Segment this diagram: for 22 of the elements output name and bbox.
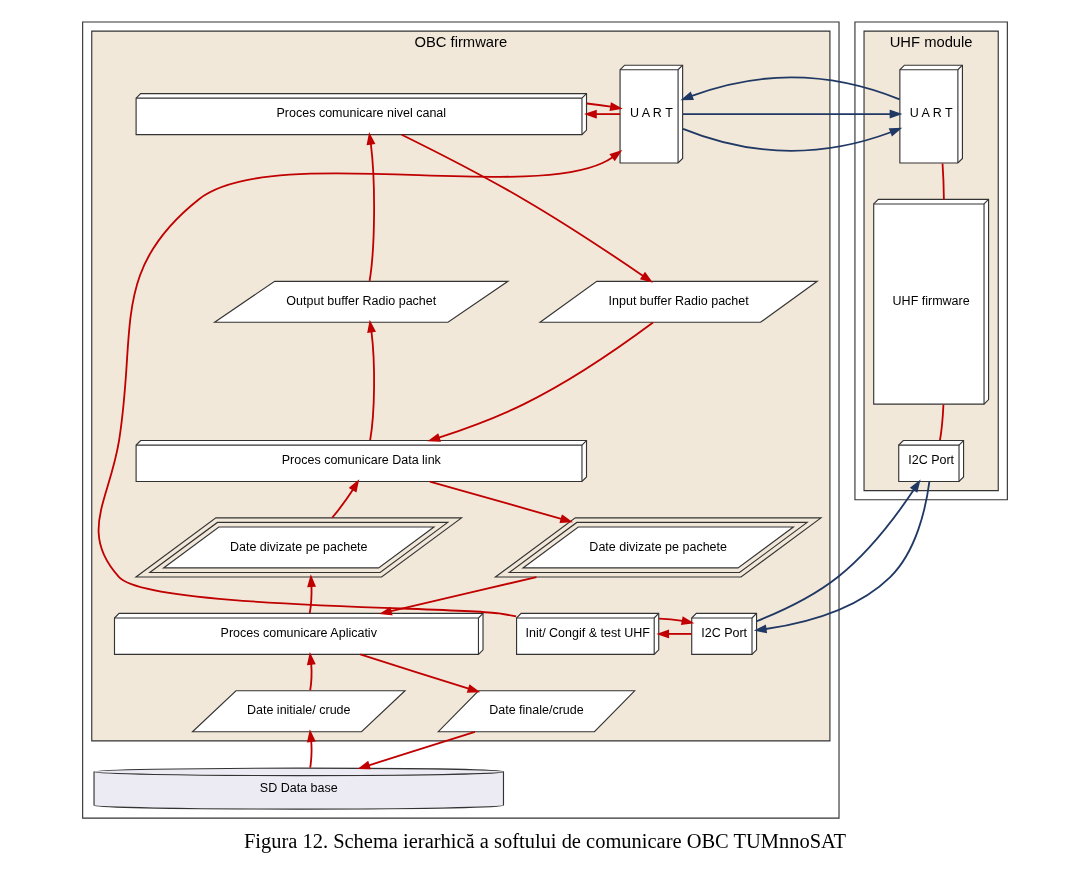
connector bbox=[939, 403, 945, 441]
arrow bbox=[400, 133, 653, 283]
arrow bbox=[682, 109, 903, 152]
arrow bbox=[680, 76, 901, 101]
arrow bbox=[658, 616, 695, 626]
arrow bbox=[331, 479, 360, 519]
arrow bbox=[306, 729, 316, 769]
arrow bbox=[585, 102, 623, 112]
arrow bbox=[357, 730, 476, 770]
arrow bbox=[428, 480, 573, 523]
arrow bbox=[379, 576, 538, 616]
arrow bbox=[427, 321, 654, 442]
arrow bbox=[366, 132, 376, 282]
arrow bbox=[359, 653, 481, 693]
arrow bbox=[97, 149, 623, 618]
caption: Figura 12. Schema ierarhică a softului de comunicare OBC TUMnnoSAT bbox=[243, 830, 847, 853]
arrow bbox=[367, 319, 376, 441]
arrow bbox=[306, 652, 316, 692]
connector bbox=[941, 162, 945, 201]
arrow bbox=[584, 109, 621, 119]
arrow bbox=[656, 629, 693, 639]
arrow bbox=[307, 574, 316, 614]
